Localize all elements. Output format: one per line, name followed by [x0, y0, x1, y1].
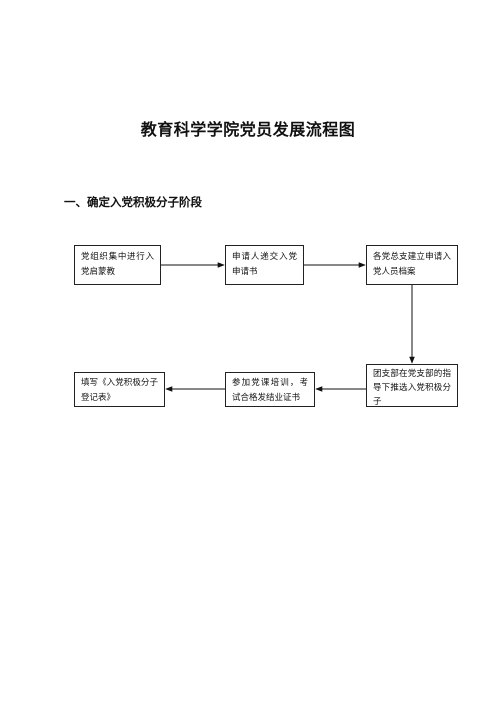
section-heading: 一、确定入党积极分子阶段	[64, 195, 202, 209]
step-box-nominate-activists: 团支部在党支部的指导下推选入党积极分子	[366, 364, 458, 407]
step-box-submit-application: 申请人递交入党申请书	[225, 245, 304, 285]
step-box-enlightenment-education: 党组织集中进行入党启蒙教	[74, 245, 161, 285]
step-box-fill-registration-form: 填写《入党积极分子登记表》	[74, 372, 165, 407]
step-box-create-applicant-file: 各党总支建立申请入党人员档案	[366, 245, 458, 285]
page-title: 教育科学学院党员发展流程图	[140, 120, 356, 139]
step-box-party-course-training: 参加党课培训，考试合格发结业证书	[225, 372, 315, 407]
